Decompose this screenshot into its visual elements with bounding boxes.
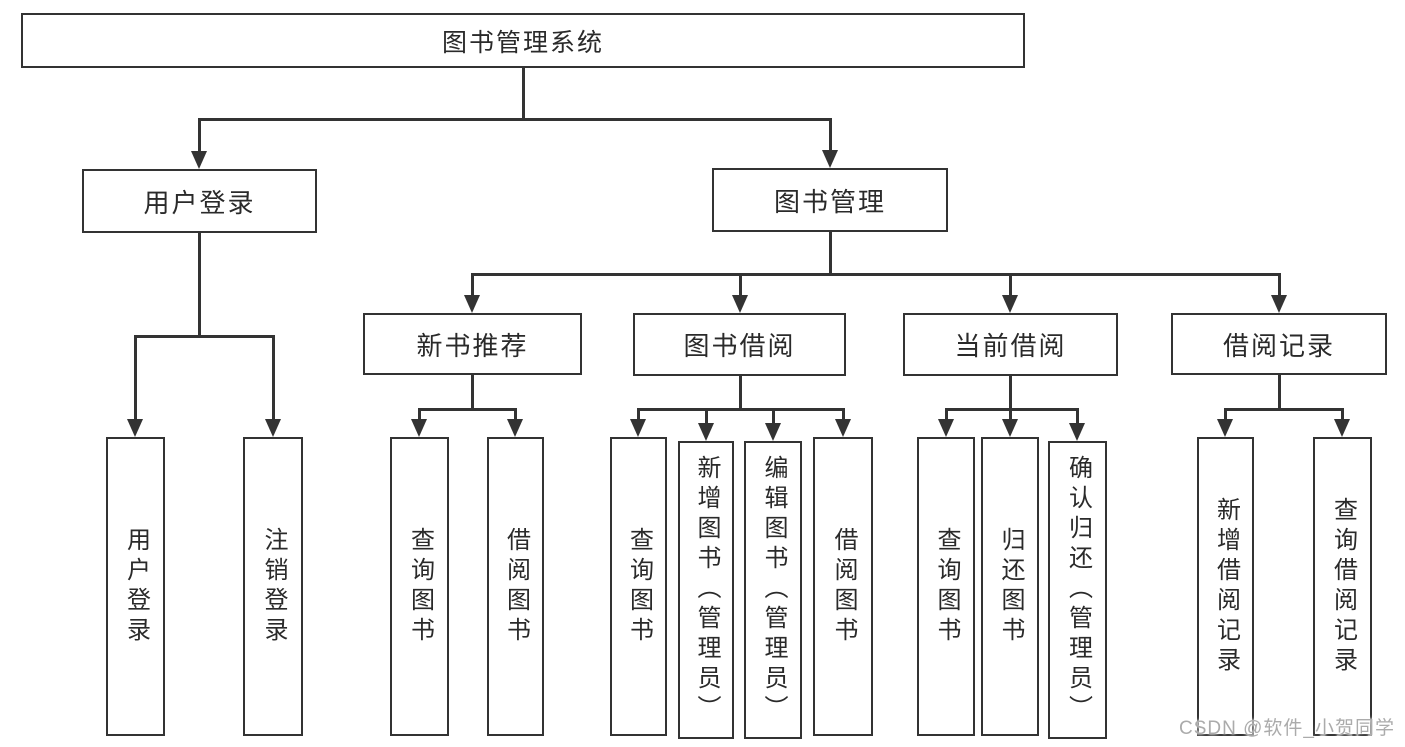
connector-current-drop-1: [944, 408, 948, 421]
connector-mgmt-stem: [828, 232, 832, 275]
arrowhead-icon: [732, 295, 748, 313]
node-root-label: 图书管理系统: [441, 28, 604, 57]
arrowhead-icon: [1069, 423, 1085, 441]
connector-record-rail: [1223, 408, 1344, 411]
connector-recommend-drop-1: [417, 408, 421, 421]
arrowhead-icon: [265, 419, 281, 437]
arrowhead-icon: [835, 419, 851, 437]
arrowhead-icon: [938, 419, 954, 437]
leaf-borrow-borrow: 借阅图书: [813, 437, 873, 736]
connector-recommend-rail: [417, 408, 517, 411]
connector-current-rail: [944, 408, 1079, 411]
connector-recommend-drop-2: [513, 408, 517, 421]
leaf-current-return: 归还图书: [981, 437, 1039, 736]
leaf-user-login: 用户登录: [106, 437, 165, 736]
connector-root-drop-1: [197, 118, 201, 153]
arrowhead-icon: [765, 423, 781, 441]
connector-login-drop-1: [133, 335, 137, 421]
connector-record-drop-2: [1340, 408, 1344, 421]
connector-borrow-drop-1: [636, 408, 640, 421]
arrowhead-icon: [127, 419, 143, 437]
connector-login-stem: [197, 233, 201, 337]
connector-login-rail: [133, 335, 275, 338]
arrowhead-icon: [507, 419, 523, 437]
leaf-newbook-borrow: 借阅图书: [487, 437, 544, 736]
arrowhead-icon: [822, 150, 838, 168]
connector-current-drop-3: [1075, 408, 1079, 425]
node-borrow-record-label: 借阅记录: [1222, 330, 1335, 361]
connector-login-drop-2: [271, 335, 275, 421]
leaf-newbook-borrow-label: 借阅图书: [502, 526, 530, 647]
arrowhead-icon: [411, 419, 427, 437]
leaf-record-query-label: 查询借阅记录: [1329, 496, 1357, 677]
arrowhead-icon: [1271, 295, 1287, 313]
arrowhead-icon: [1217, 419, 1233, 437]
arrowhead-icon: [191, 151, 207, 169]
node-book-management-label: 图书管理: [773, 186, 886, 217]
leaf-newbook-query: 查询图书: [390, 437, 449, 736]
node-current-borrow-label: 当前借阅: [954, 331, 1067, 361]
leaf-current-confirm-admin: 确认归还（管理员）: [1048, 441, 1107, 739]
leaf-current-query-label: 查询图书: [933, 526, 960, 647]
watermark: CSDN @软件_小贺同学: [1179, 718, 1395, 739]
connector-borrow-drop-2: [704, 408, 708, 425]
node-root: 图书管理系统: [21, 13, 1025, 68]
leaf-borrow-edit-admin: 编辑图书（管理员）: [744, 441, 802, 739]
connector-borrow-drop-4: [841, 408, 845, 421]
connector-borrow-stem: [738, 376, 742, 410]
connector-current-drop-2: [1008, 408, 1012, 421]
connector-mgmt-drop-4: [1277, 273, 1281, 297]
connector-borrow-drop-3: [771, 408, 775, 425]
arrowhead-icon: [464, 295, 480, 313]
connector-mgmt-drop-2: [738, 273, 742, 297]
leaf-borrow-add-admin-label: 新增图书（管理员）: [693, 455, 720, 725]
connector-record-stem: [1277, 375, 1281, 410]
connector-record-drop-1: [1223, 408, 1227, 421]
connector-root-drop-2: [828, 118, 832, 152]
connector-root-stem: [521, 68, 525, 121]
node-user-login-label: 用户登录: [143, 187, 256, 218]
arrowhead-icon: [1002, 419, 1018, 437]
leaf-record-add-label: 新增借阅记录: [1212, 496, 1240, 677]
leaf-borrow-add-admin: 新增图书（管理员）: [678, 441, 734, 739]
arrowhead-icon: [1002, 295, 1018, 313]
leaf-logout: 注销登录: [243, 437, 303, 736]
leaf-record-add: 新增借阅记录: [1197, 437, 1254, 736]
node-new-book-recommend: 新书推荐: [363, 313, 582, 375]
connector-current-stem: [1008, 376, 1012, 410]
leaf-borrow-query: 查询图书: [610, 437, 667, 736]
leaf-current-confirm-admin-label: 确认归还（管理员）: [1064, 455, 1092, 725]
node-book-borrow-label: 图书借阅: [683, 331, 796, 361]
leaf-record-query: 查询借阅记录: [1313, 437, 1372, 736]
leaf-borrow-query-label: 查询图书: [625, 526, 653, 647]
leaf-newbook-query-label: 查询图书: [406, 526, 434, 647]
leaf-borrow-edit-admin-label: 编辑图书（管理员）: [760, 455, 787, 725]
connector-root-rail: [197, 118, 832, 121]
connector-recommend-stem: [470, 375, 474, 410]
leaf-current-query: 查询图书: [917, 437, 975, 736]
node-new-book-recommend-label: 新书推荐: [416, 330, 529, 361]
leaf-borrow-borrow-label: 借阅图书: [830, 526, 857, 647]
node-book-borrow: 图书借阅: [633, 313, 846, 376]
connector-mgmt-rail: [470, 273, 1281, 276]
arrowhead-icon: [698, 423, 714, 441]
node-current-borrow: 当前借阅: [903, 313, 1118, 376]
arrowhead-icon: [630, 419, 646, 437]
connector-mgmt-drop-1: [470, 273, 474, 297]
node-book-management: 图书管理: [712, 168, 948, 232]
arrowhead-icon: [1334, 419, 1350, 437]
node-user-login: 用户登录: [82, 169, 317, 233]
node-borrow-record: 借阅记录: [1171, 313, 1387, 375]
connector-borrow-rail: [636, 408, 845, 411]
connector-mgmt-drop-3: [1008, 273, 1012, 297]
leaf-logout-label: 注销登录: [260, 526, 287, 647]
leaf-user-login-label: 用户登录: [122, 526, 150, 647]
leaf-current-return-label: 归还图书: [997, 526, 1024, 647]
